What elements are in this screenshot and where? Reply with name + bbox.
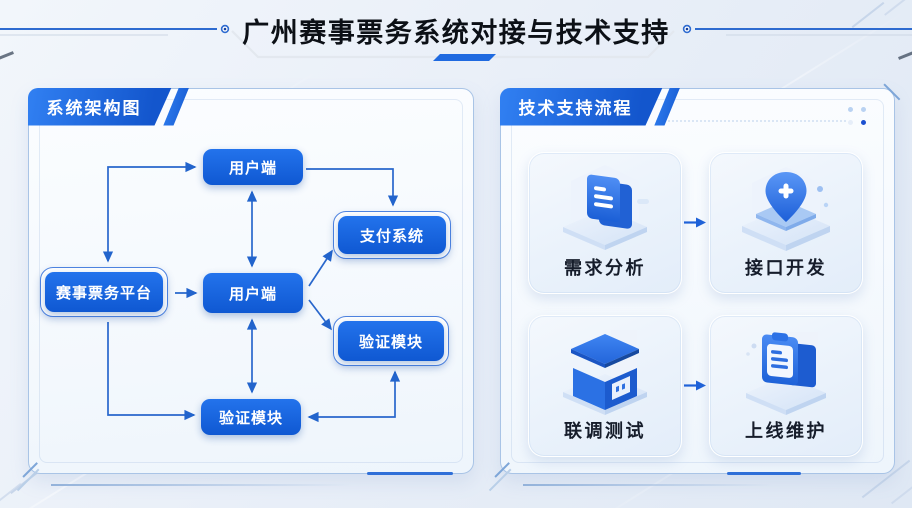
header-decoration: [0, 24, 912, 61]
page-title: 广州赛事票务系统对接与技术支持: [242, 18, 670, 48]
step-card-integration-testing: 联调测试: [528, 315, 682, 457]
step-label: 上线维护: [745, 421, 827, 441]
grid-dots-decoration: [848, 107, 866, 125]
corner-line-decoration: [0, 482, 22, 504]
node-verification-bottom: 验证模块: [201, 399, 301, 435]
panel-title-flag: 技术支持流程: [500, 88, 663, 126]
architecture-flowchart: 用户端 支付系统 赛事票务平台 用户端 验证模块 验证模块: [29, 89, 473, 473]
arrow-right-icon: [684, 217, 706, 228]
node-user-center: 用户端: [203, 273, 303, 313]
node-verification-right: 验证模块: [333, 316, 449, 366]
package-box-icon: [563, 330, 647, 415]
panel-underline-decoration: [51, 484, 351, 486]
corner-accent: [883, 83, 901, 101]
architecture-panel-header: 系统架构图: [28, 87, 192, 126]
step-label: 联调测试: [564, 421, 646, 441]
step-label: 需求分析: [564, 258, 646, 278]
node-verification-right-label: 验证模块: [338, 321, 444, 361]
architecture-panel-title: 系统架构图: [46, 99, 142, 118]
step-card-launch-maintenance: 上线维护: [709, 315, 863, 457]
panel-underline-decoration: [523, 484, 773, 486]
node-ticketing-platform: 赛事票务平台: [40, 267, 168, 317]
corner-accent: [494, 462, 510, 478]
location-pin-icon: [742, 167, 830, 251]
dotted-line-decoration: [656, 120, 846, 122]
node-ticketing-platform-label: 赛事票务平台: [45, 272, 163, 312]
corner-accent: [488, 469, 512, 492]
panel-blue-accent: [727, 472, 801, 475]
node-payment-system-label: 支付系统: [338, 216, 446, 254]
node-user-top: 用户端: [203, 149, 303, 185]
step-card-requirements: 需求分析: [528, 152, 682, 294]
arrow-right-icon: [684, 380, 706, 391]
step-card-api-development: 接口开发: [709, 152, 863, 294]
clipboard-icon: [746, 332, 826, 415]
header: 广州赛事票务系统对接与技术支持: [0, 0, 912, 72]
support-panel-header: 技术支持流程: [500, 87, 683, 126]
support-panel-title: 技术支持流程: [518, 99, 633, 118]
support-panel: 技术支持流程: [488, 83, 901, 492]
title-underline-bar: [433, 54, 496, 61]
documents-icon: [563, 165, 649, 250]
panel-title-flag: 系统架构图: [28, 88, 172, 126]
corner-line-decoration: [890, 481, 912, 505]
flow-connectors: [102, 161, 401, 423]
step-label: 接口开发: [745, 258, 827, 278]
node-payment-system: 支付系统: [333, 211, 451, 259]
architecture-panel: 系统架构图: [16, 87, 474, 492]
